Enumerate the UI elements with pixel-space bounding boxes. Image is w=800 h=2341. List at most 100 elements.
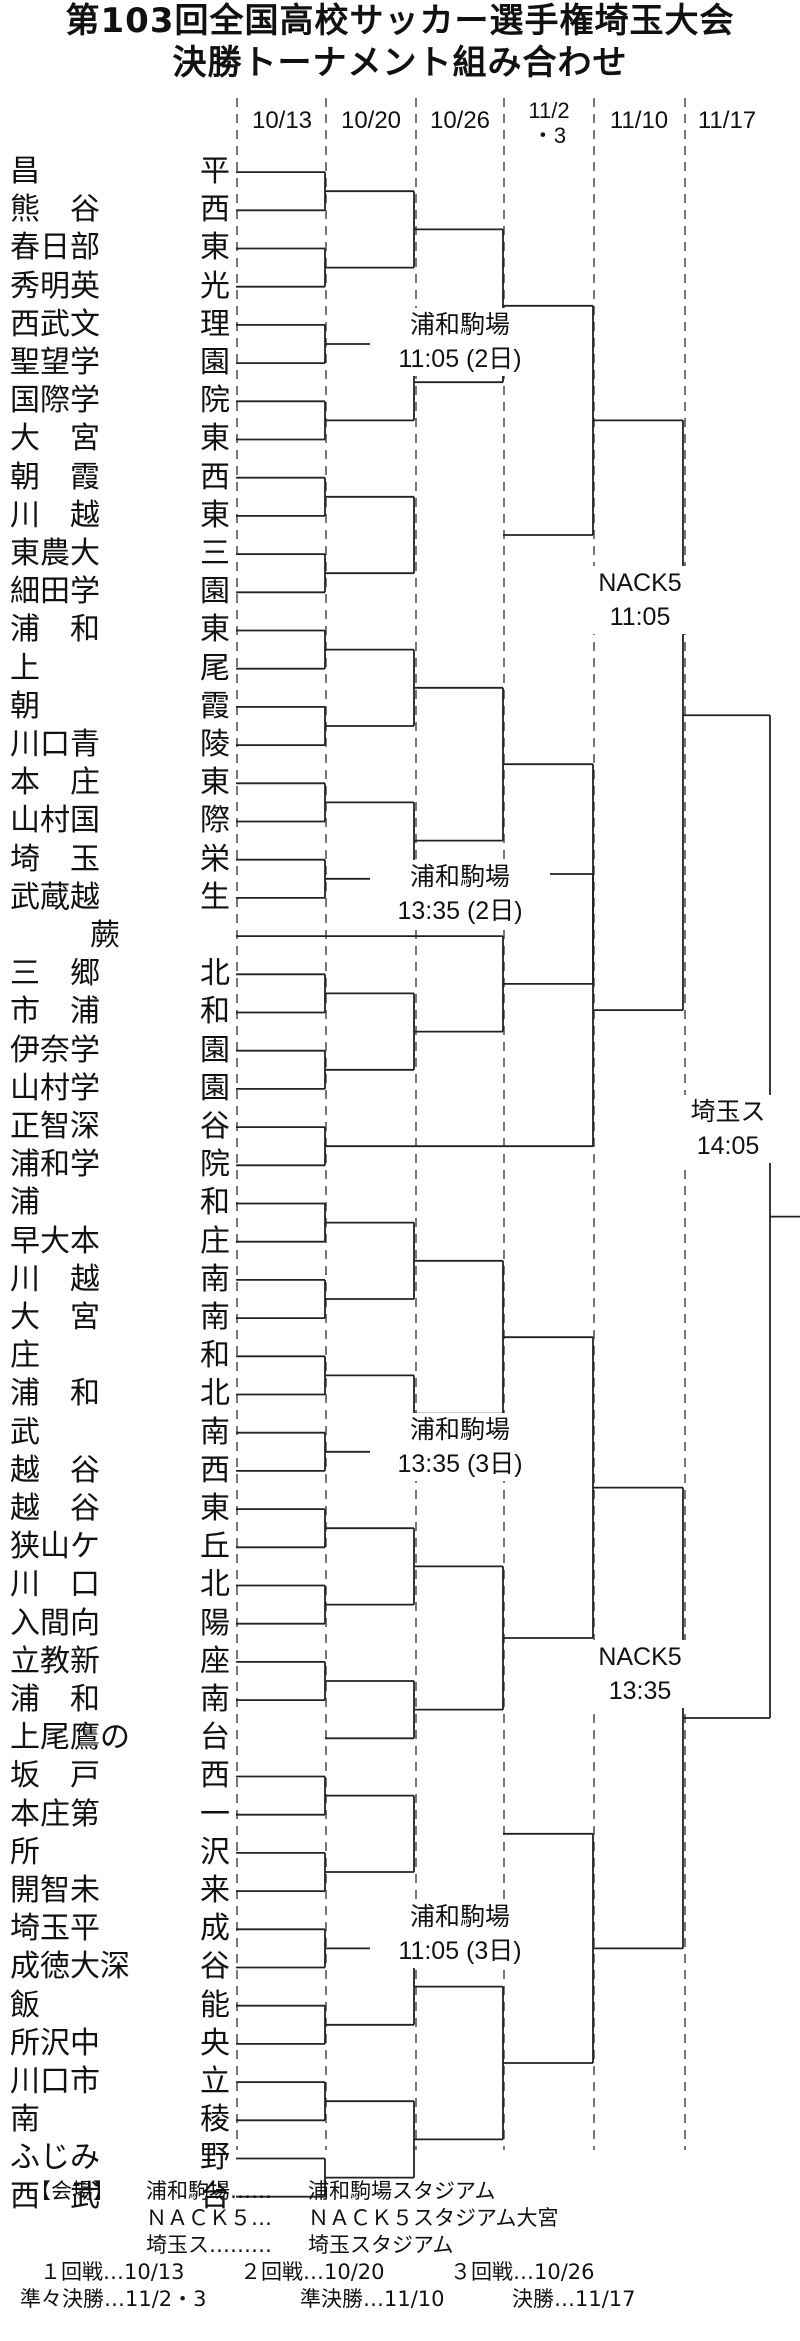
team-row: 川口青陵 [10, 726, 230, 764]
team-name-head: 熊 谷 [10, 192, 100, 228]
venue-label: 浦和駒場 11:05 (3日) [370, 1900, 550, 1968]
team-name-tail: 沢 [200, 1834, 230, 1870]
venue-name: 浦和駒場 [409, 1903, 510, 1931]
team-row: 国際学院 [10, 382, 230, 420]
legend-round: １回戦…10/13 [40, 2260, 185, 2284]
team-name-head: 武蔵越 [10, 879, 100, 915]
team-name-head: 越 谷 [10, 1491, 100, 1526]
team-name-head: 成徳大深 [10, 1949, 130, 1985]
team-name-head: 伊奈学 [10, 1032, 100, 1068]
team-name-tail: 立 [200, 2064, 230, 2099]
team-row: 南稜 [10, 2101, 230, 2139]
team-name-tail: 生 [200, 879, 230, 915]
team-name-head: 川 越 [10, 497, 100, 533]
team-row: 山村国際 [10, 802, 230, 840]
team-row: 庄和 [10, 1337, 230, 1375]
round-date: 11/2・3 [504, 98, 594, 148]
team-name-tail: 北 [200, 1376, 230, 1412]
title-line-2: 決勝トーナメント組み合わせ [172, 43, 628, 83]
venue-time: 13:35 (3日) [397, 1450, 523, 1478]
team-name-tail: 際 [200, 803, 230, 839]
team-row: 成徳大深谷 [10, 1948, 230, 1986]
round-date: 10/26 [415, 108, 505, 134]
team-name-head: 本 庄 [10, 765, 100, 801]
round-date: 10/20 [326, 108, 416, 134]
team-row: 川 口北 [10, 1566, 230, 1604]
team-row: 上尾鷹の台 [10, 1719, 230, 1757]
team-row: 越 谷東 [10, 1490, 230, 1528]
team-name-head: 川 口 [10, 1567, 100, 1603]
round-date: 11/10 [594, 108, 684, 134]
team-name-head: 朝 霞 [10, 459, 100, 495]
team-row: 熊 谷西 [10, 191, 230, 229]
team-name-head: 入間向 [10, 1605, 100, 1641]
venue-name: 浦和駒場 [409, 863, 510, 891]
team-name-tail: 園 [200, 345, 230, 380]
venue-time: 11:05 [609, 603, 671, 631]
round-date: 10/13 [237, 108, 327, 134]
team-name-tail: 尾 [200, 650, 230, 686]
team-name-head: 埼玉平 [10, 1911, 100, 1947]
team-row: 正智深谷 [10, 1108, 230, 1146]
team-name-tail: 西 [200, 1452, 230, 1488]
team-name-head: 川口青 [10, 727, 100, 762]
team-name-head: 秀明英 [10, 268, 100, 304]
team-name-tail: 西 [200, 1758, 230, 1794]
round-date-line: 10/13 [251, 107, 313, 134]
team-name-head: 山村学 [10, 1070, 100, 1106]
team-name-tail: 台 [200, 2178, 230, 2214]
team-name-tail: 成 [200, 1911, 230, 1947]
team-name-head: 上 [10, 650, 40, 686]
team-row: 秀明英光 [10, 268, 230, 306]
venue-name: NACK5 [598, 569, 682, 597]
legend-venue-full: 浦和駒場スタジアム [308, 2179, 496, 2203]
team-name-head: 大 宮 [10, 421, 100, 457]
team-name-head: 西 武 [10, 2178, 100, 2214]
team-name-head: 立教新 [10, 1643, 100, 1679]
team-row: 大 宮南 [10, 1299, 230, 1337]
team-name-tail: 南 [200, 1300, 230, 1335]
team-name-head: 浦 和 [10, 1682, 100, 1717]
team-row: 埼 玉栄 [10, 841, 230, 879]
title-block: 第103回全国高校サッカー選手権埼玉大会 決勝トーナメント組み合わせ [0, 0, 800, 84]
team-row: 浦 和東 [10, 611, 230, 649]
team-row: 上尾 [10, 650, 230, 688]
team-name-tail: 陽 [200, 1605, 230, 1641]
team-name-head: 埼 玉 [10, 841, 100, 877]
team-name-tail: 園 [200, 574, 230, 610]
team-row: 川 越南 [10, 1261, 230, 1299]
team-row: ふじみ野 [10, 2139, 230, 2177]
team-list: 昌平熊 谷西春日部東秀明英光西武文理聖望学園国際学院大 宮東朝 霞西川 越東東農… [0, 0, 240, 2341]
legend-venue-abbr: 浦和駒場…… [146, 2179, 272, 2203]
legend-round: 準々決勝…11/2・3 [20, 2287, 207, 2311]
team-name-tail: 東 [200, 421, 230, 457]
team-name-head: 上尾鷹の [10, 1720, 130, 1756]
team-name-tail: 和 [200, 1185, 230, 1221]
team-name-head: 朝 [10, 688, 40, 724]
round-date-line: ・3 [531, 123, 567, 148]
team-name-head: 南 [10, 2102, 40, 2138]
round-date-line: 11/10 [609, 107, 669, 134]
legend-row: ＮＡＣＫ５… ＮＡＣＫ５スタジアム大宮 [0, 2205, 800, 2232]
team-name-tail: 座 [200, 1643, 230, 1679]
venue-time: 11:05 (3日) [398, 1937, 522, 1965]
team-name-head: 浦 [10, 1185, 40, 1221]
team-name-tail: 霞 [200, 688, 230, 724]
team-row: 東農大三 [10, 535, 230, 573]
team-name-tail: 栄 [200, 841, 230, 877]
legend-round: ３回戦…10/26 [450, 2260, 595, 2284]
team-row: 坂 戸西 [10, 1757, 230, 1795]
team-row: 西武文理 [10, 306, 230, 344]
team-name-head: 坂 戸 [10, 1758, 100, 1794]
team-name-tail: 理 [200, 306, 230, 342]
team-name-tail: 西 [200, 192, 230, 228]
round-date-line: 11/2 [528, 98, 570, 123]
team-row: 武南 [10, 1414, 230, 1452]
team-row: 浦和 [10, 1184, 230, 1222]
legend-round: 準決勝…11/10 [300, 2287, 445, 2311]
legend-row: 【会場】 浦和駒場…… 浦和駒場スタジアム [0, 2178, 800, 2205]
team-row: 川 越東 [10, 497, 230, 535]
team-name-tail: 和 [200, 1338, 230, 1374]
